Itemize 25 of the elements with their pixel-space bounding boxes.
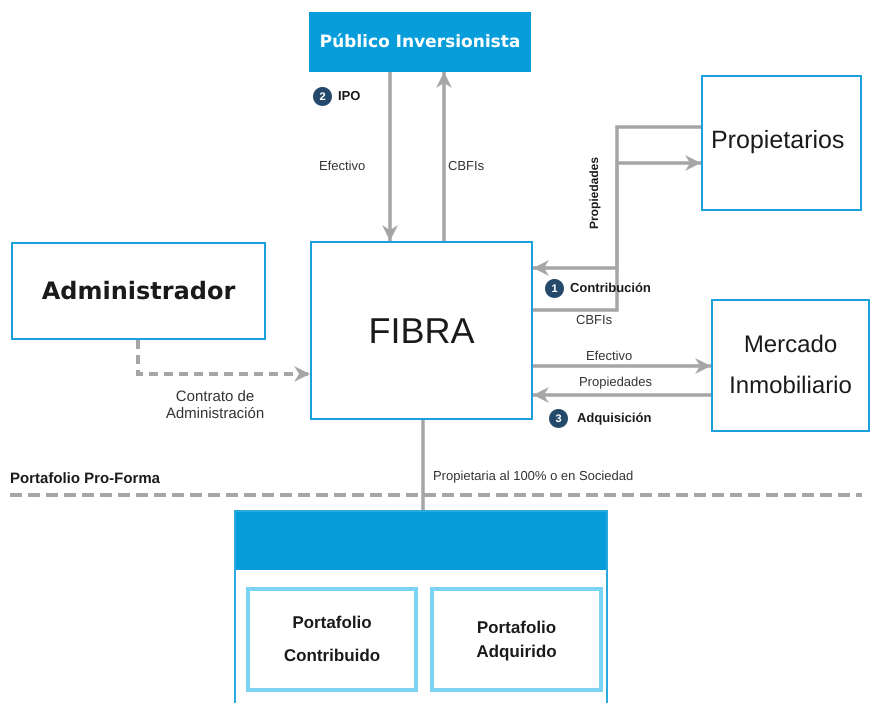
arrow [533,155,701,312]
arrow [436,72,452,241]
step-label: IPO [338,88,360,103]
portfolio-box: Portafolio Adquirido [430,587,603,692]
section-label: Portafolio Pro-Forma [10,470,160,487]
portfolio-container [234,510,608,703]
step-label: Adquisición [577,410,652,425]
dashed-arrow [136,340,310,382]
step-number-badge: 2 [313,87,332,106]
edge-label: Propietaria al 100% o en Sociedad [432,469,634,484]
edge-label: Propiedades [578,375,653,390]
arrow [533,358,711,374]
step-number-badge: 3 [549,409,568,428]
step-label: Contribución [570,280,651,295]
entity-box: Mercado Inmobiliario [711,299,870,432]
entity-box: Propietarios [701,75,862,211]
step-number-badge: 1 [545,279,564,298]
connector-line [421,420,425,510]
arrow [533,387,711,403]
portfolio-box: Portafolio Contribuido [246,587,418,692]
entity-box: Administrador [11,242,266,340]
arrow [533,125,701,276]
arrow [382,72,398,241]
entity-box: Público Inversionista [309,12,531,72]
entity-box: FIBRA [310,241,533,420]
